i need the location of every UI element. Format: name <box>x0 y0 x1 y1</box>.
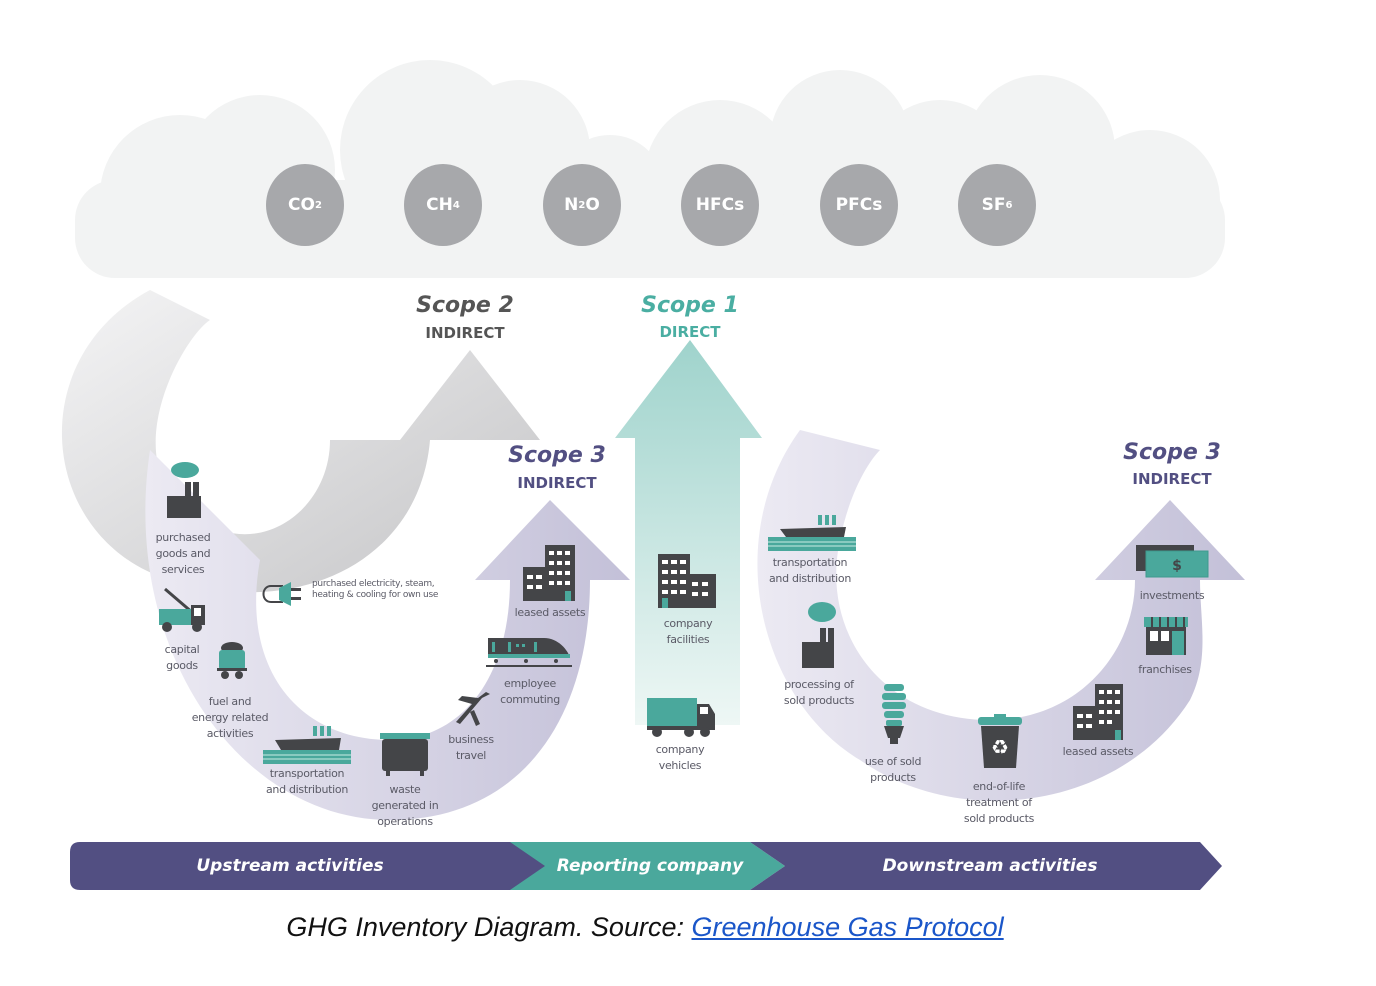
downstream-label-franchises: franchises <box>1138 663 1192 676</box>
downstream-label-leased-assets: leased assets <box>1062 745 1134 758</box>
scope2-subtitle: INDIRECT <box>425 324 505 342</box>
ship-icon <box>263 726 351 764</box>
scope1-label-company-vehicles: company vehicles <box>655 743 705 772</box>
upstream-label-leased-assets: leased assets <box>514 606 586 619</box>
building-icon <box>658 554 716 608</box>
coal-cart-icon <box>217 642 247 679</box>
truck-icon <box>647 698 715 737</box>
band-upstream-shape <box>70 842 550 890</box>
factory-icon <box>802 602 836 668</box>
downstream-label-investments: investments <box>1139 589 1205 602</box>
train-icon <box>486 638 572 667</box>
scope3-upstream-subtitle: INDIRECT <box>517 474 597 492</box>
band-downstream-label: Downstream activities <box>882 856 1098 876</box>
scope1-title: Scope 1 <box>641 293 739 318</box>
scope2-label-purchased-electricity: purchased electricity, steam, heating & … <box>312 579 439 600</box>
recycle-bin-icon: ♻ <box>978 714 1022 768</box>
scope1-subtitle: DIRECT <box>659 323 721 341</box>
cloud-background <box>75 60 1225 278</box>
band-downstream-shape <box>750 842 1222 890</box>
svg-text:♻: ♻ <box>991 735 1009 759</box>
svg-text:$: $ <box>1172 558 1182 574</box>
scope3-downstream-title: Scope 3 <box>1123 440 1221 465</box>
scope3-downstream-subtitle: INDIRECT <box>1132 470 1212 488</box>
scope2-title: Scope 2 <box>416 293 514 318</box>
upstream-label-waste: waste generated in operations <box>371 783 439 828</box>
ship-icon <box>768 515 856 551</box>
band-upstream-label: Upstream activities <box>196 856 384 876</box>
downstream-label-use-of-sold-products: use of sold products <box>864 755 922 784</box>
plug-icon <box>262 582 301 606</box>
caption-text: GHG Inventory Diagram. Source: <box>286 912 692 942</box>
activity-band <box>70 842 1222 890</box>
building-icon <box>1073 684 1123 740</box>
source-link[interactable]: Greenhouse Gas Protocol <box>691 912 1004 942</box>
building-icon <box>523 545 575 601</box>
upstream-label-employee-commuting: employee commuting <box>500 677 560 706</box>
factory-icon <box>167 462 201 518</box>
upstream-label-capital-goods: capital goods <box>164 643 200 672</box>
scope1-arrow-shape <box>615 340 762 725</box>
airplane-icon <box>456 692 490 726</box>
gas-hfcs: HFCs <box>681 164 759 246</box>
upstream-label-fuel-energy: fuel and energy related activities <box>191 695 269 740</box>
storefront-icon <box>1144 617 1188 655</box>
crane-truck-icon <box>159 587 205 632</box>
lightbulb-icon <box>882 684 906 744</box>
scope3-upstream-arrow-shape <box>145 450 630 820</box>
downstream-label-end-of-life: end-of-life treatment of sold products <box>963 780 1035 825</box>
scope1-label-company-facilities: company facilities <box>663 617 713 646</box>
downstream-label-processing: processing of sold products <box>783 678 855 707</box>
dumpster-icon <box>380 733 430 776</box>
scope3-upstream-title: Scope 3 <box>508 443 606 468</box>
upstream-label-business-travel: business travel <box>448 733 494 762</box>
figure-caption: GHG Inventory Diagram. Source: Greenhous… <box>0 912 1290 943</box>
gas-pfcs: PFCs <box>820 164 898 246</box>
money-icon: $ <box>1136 545 1209 578</box>
upstream-label-purchased-goods: purchased goods and services <box>155 531 211 576</box>
downstream-label-transportation: transportation and distribution <box>768 556 852 585</box>
band-reporting-label: Reporting company <box>556 856 744 876</box>
scope3-downstream-arrow-shape <box>757 430 1245 801</box>
band-reporting-shape <box>510 842 785 890</box>
upstream-label-transportation: transportation and distribution <box>265 767 349 796</box>
